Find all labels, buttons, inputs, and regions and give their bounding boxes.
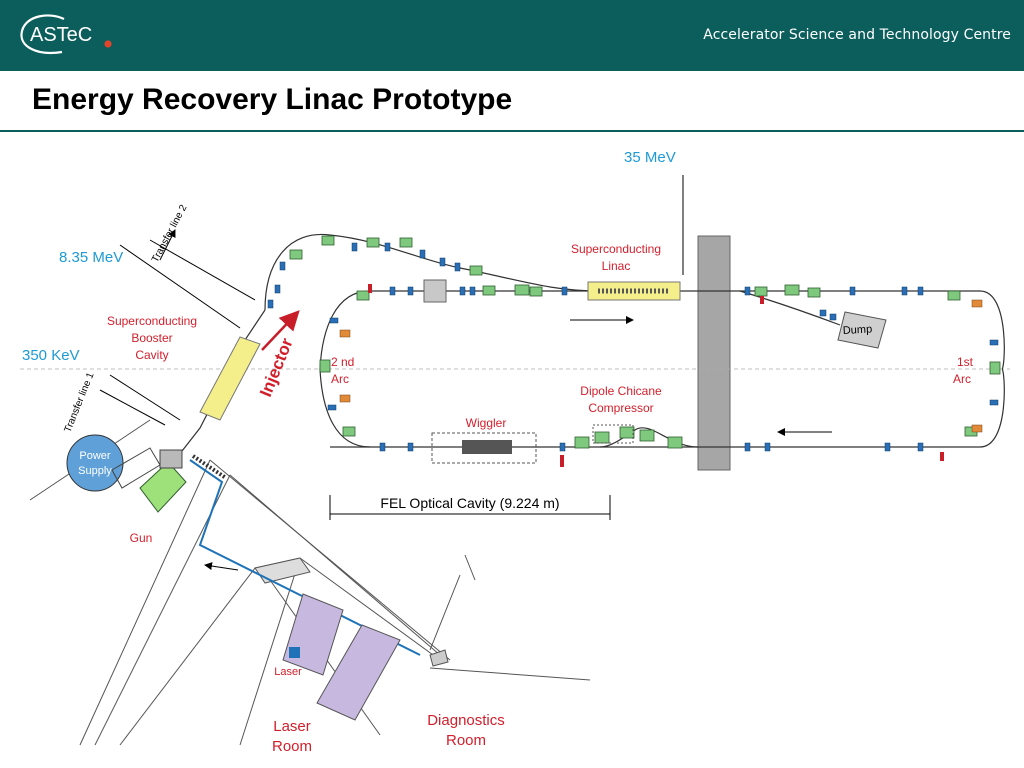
laser-room-label-2: Room <box>272 738 312 755</box>
power-supply-label-1: Power <box>79 450 111 462</box>
gun-label: Gun <box>130 531 153 545</box>
header-tagline: Accelerator Science and Technology Centr… <box>703 27 1011 43</box>
booster-label-2: Booster <box>131 331 172 345</box>
fel-cavity-label: FEL Optical Cavity (9.224 m) <box>380 495 559 511</box>
astec-logo: ASTeC <box>20 14 112 55</box>
injector-arrow <box>261 310 300 351</box>
beam-path <box>174 233 1005 461</box>
wiggler <box>431 432 537 464</box>
power-supply-label-2: Supply <box>78 465 112 477</box>
laser-label: Laser <box>274 666 302 678</box>
diagnostic-box <box>423 279 447 303</box>
header-bar: ASTeC Accelerator Science and Technology… <box>0 0 1024 71</box>
energy-label-835mev: 8.35 MeV <box>59 249 123 266</box>
arc2-label-2: Arc <box>331 372 349 386</box>
title-divider <box>0 130 1024 132</box>
steering-magnets <box>368 284 944 467</box>
dump-label: Dump <box>843 323 873 337</box>
power-supply <box>66 434 124 492</box>
diagnostics-room-label-1: Diagnostics <box>427 712 505 729</box>
quadrupole-magnets <box>267 242 999 452</box>
shield-wall <box>697 235 731 471</box>
superconducting-linac <box>587 281 681 301</box>
laser-tables <box>282 593 401 721</box>
dimension-lines <box>99 175 684 520</box>
chicane-compressor <box>592 424 634 444</box>
erlp-layout-diagram: 35 MeV 8.35 MeV 350 KeV Transfer line 2 … <box>20 149 1010 755</box>
electron-gun <box>111 447 187 513</box>
arc1-label-2: Arc <box>953 372 971 386</box>
laser-room-wall <box>254 557 449 667</box>
laser-room-label-1: Laser <box>273 718 311 735</box>
chicane-label-2: Compressor <box>588 401 653 415</box>
booster-cavity <box>199 336 261 421</box>
arc2-label-1: 2 nd <box>331 355 354 369</box>
wiggler-label: Wiggler <box>466 416 507 430</box>
arc-sextupoles <box>339 299 983 433</box>
injector-label: Injector <box>256 335 297 399</box>
chicane-label-1: Dipole Chicane <box>580 384 662 398</box>
booster-label-1: Superconducting <box>107 314 197 328</box>
slide-title: Energy Recovery Linac Prototype <box>32 83 513 116</box>
energy-label-35mev: 35 MeV <box>624 149 676 166</box>
logo-text: ASTeC <box>30 24 92 46</box>
beam-dump <box>837 311 887 349</box>
transfer-line-2-label: Transfer line 2 <box>150 203 190 265</box>
transfer-line-1-label: Transfer line 1 <box>63 371 97 434</box>
sc-linac-label-2: Linac <box>602 259 631 273</box>
beam-direction-arrows <box>159 229 832 571</box>
energy-label-350kev: 350 KeV <box>22 347 80 364</box>
dipole-magnets <box>289 235 1001 449</box>
booster-label-3: Cavity <box>135 348 168 362</box>
diagnostics-room-label-2: Room <box>446 732 486 749</box>
arc1-label-1: 1st <box>957 355 974 369</box>
sc-linac-label-1: Superconducting <box>571 242 661 256</box>
